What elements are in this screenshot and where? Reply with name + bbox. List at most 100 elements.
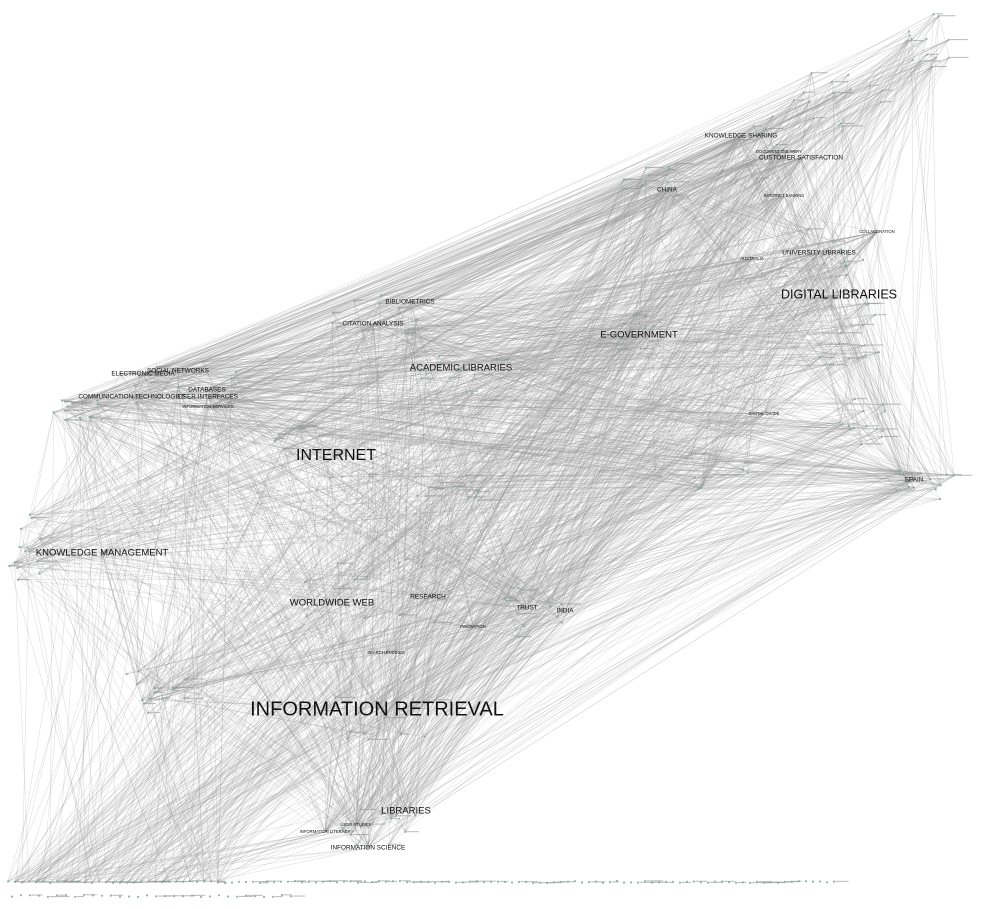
graph-edge bbox=[557, 479, 915, 618]
graph-edge bbox=[385, 713, 406, 832]
node-micro-label bbox=[758, 881, 772, 883]
graph-edge bbox=[172, 476, 661, 689]
graph-edge bbox=[35, 713, 386, 883]
graph-edge bbox=[148, 607, 528, 700]
graph-edge bbox=[622, 338, 915, 481]
graph-edge bbox=[332, 322, 482, 401]
graph-edge bbox=[82, 60, 921, 402]
graph-edge bbox=[355, 81, 833, 826]
graph-edge bbox=[172, 476, 343, 688]
graph-edge bbox=[412, 487, 430, 700]
graph-edge bbox=[372, 294, 840, 325]
graph-node bbox=[303, 580, 307, 584]
graph-edge bbox=[67, 294, 840, 407]
graph-edge bbox=[9, 489, 936, 567]
graph-edge bbox=[233, 263, 825, 389]
graph-edge bbox=[136, 90, 883, 685]
graph-node bbox=[755, 177, 759, 180]
node-micro-label bbox=[479, 491, 491, 493]
graph-edge bbox=[91, 187, 671, 418]
graph-node bbox=[947, 38, 950, 41]
graph-edge bbox=[793, 100, 915, 481]
graph-edge bbox=[101, 358, 509, 554]
graph-edge bbox=[131, 396, 402, 735]
graph-node bbox=[945, 473, 949, 476]
graph-edge bbox=[211, 367, 462, 408]
graph-edge bbox=[659, 89, 852, 322]
node-micro-label bbox=[16, 561, 23, 563]
graph-edge bbox=[645, 316, 850, 359]
graph-edge bbox=[400, 636, 519, 735]
graph-edge bbox=[84, 187, 671, 883]
graph-edge bbox=[331, 367, 462, 604]
graph-edge bbox=[64, 401, 276, 440]
graph-edge bbox=[460, 85, 871, 369]
graph-edge bbox=[412, 61, 921, 701]
graph-edge bbox=[448, 413, 765, 592]
graph-edge bbox=[71, 403, 103, 554]
graph-edge bbox=[751, 258, 901, 475]
graph-edge bbox=[675, 163, 753, 260]
graph-node bbox=[28, 894, 32, 897]
graph-edge bbox=[657, 340, 834, 366]
graph-edge bbox=[335, 428, 855, 698]
graph-edge bbox=[64, 370, 462, 411]
graph-edge bbox=[39, 538, 170, 882]
node-micro-label bbox=[950, 39, 968, 41]
graph-edge bbox=[395, 487, 430, 817]
graph-edge bbox=[623, 101, 810, 189]
node-micro-label bbox=[494, 359, 509, 361]
graph-edge bbox=[429, 334, 640, 488]
graph-edge bbox=[101, 552, 138, 685]
graph-edge bbox=[414, 157, 802, 330]
graph-edge bbox=[702, 475, 955, 486]
graph-edge bbox=[666, 125, 843, 191]
graph-edge bbox=[409, 189, 668, 330]
graph-edge bbox=[841, 251, 867, 427]
graph-edge bbox=[119, 185, 642, 883]
graph-edge bbox=[228, 401, 361, 810]
graph-edge bbox=[564, 487, 909, 612]
graph-edge bbox=[350, 315, 637, 835]
graph-node bbox=[366, 575, 369, 579]
graph-edge bbox=[395, 482, 472, 817]
node-micro-label bbox=[149, 712, 161, 714]
graph-edge bbox=[319, 435, 331, 478]
node-micro-label bbox=[740, 139, 749, 141]
graph-edge bbox=[150, 382, 337, 457]
graph-edge bbox=[778, 61, 921, 153]
graph-edge bbox=[844, 261, 955, 476]
graph-edge bbox=[385, 374, 476, 654]
graph-edge bbox=[412, 39, 949, 333]
graph-edge bbox=[184, 387, 234, 699]
graph-edge bbox=[105, 185, 642, 883]
graph-node bbox=[862, 258, 865, 261]
graph-edge bbox=[150, 382, 333, 604]
graph-edge bbox=[49, 412, 54, 883]
graph-edge bbox=[324, 500, 480, 833]
graph-edge bbox=[72, 403, 551, 607]
graph-edge bbox=[299, 426, 528, 609]
node-micro-label bbox=[402, 733, 409, 735]
graph-edge bbox=[395, 39, 949, 817]
graph-edge bbox=[645, 140, 740, 317]
graph-edge bbox=[105, 312, 334, 883]
graph-edge bbox=[324, 303, 866, 833]
graph-edge bbox=[670, 187, 907, 482]
graph-edge bbox=[56, 596, 429, 882]
graph-node bbox=[100, 894, 104, 897]
graph-edge bbox=[409, 301, 550, 603]
graph-edge bbox=[526, 151, 780, 609]
graph-edge bbox=[131, 396, 514, 589]
graph-edge bbox=[207, 396, 851, 430]
graph-edge bbox=[79, 417, 198, 882]
graph-edge bbox=[49, 709, 378, 884]
graph-node bbox=[771, 115, 774, 118]
graph-edge bbox=[626, 179, 765, 415]
graph-edge bbox=[140, 396, 209, 882]
graph-node bbox=[13, 880, 17, 884]
graph-edge bbox=[53, 412, 922, 474]
graph-edge bbox=[178, 386, 326, 833]
graph-node bbox=[55, 880, 59, 883]
graph-edge bbox=[161, 364, 834, 883]
